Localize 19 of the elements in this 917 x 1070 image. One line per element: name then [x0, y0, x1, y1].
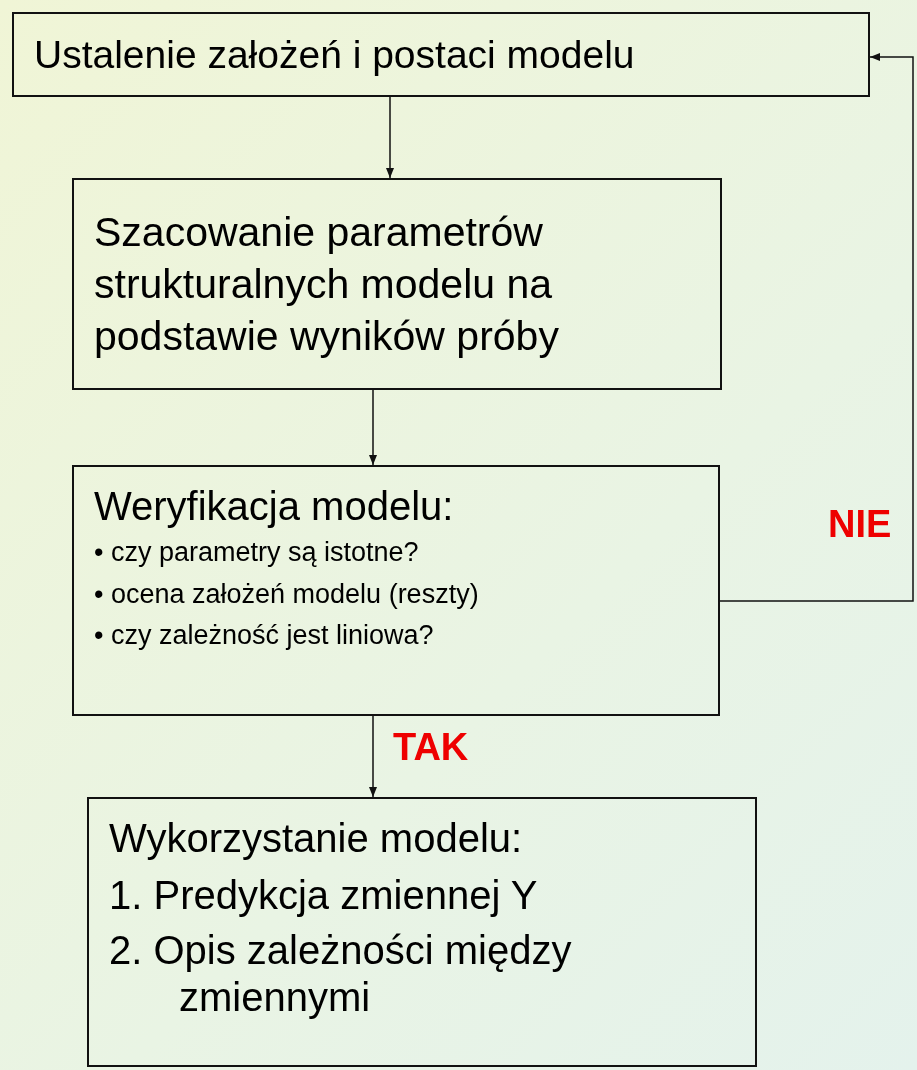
process-box: [72, 465, 720, 716]
edge-label: NIE: [828, 503, 892, 546]
list-item: • czy zależność jest liniowa?: [94, 619, 435, 653]
list-item: 1. Predykcja zmiennej Y: [109, 871, 539, 919]
box-heading: Wykorzystanie modelu:: [109, 815, 524, 862]
process-box: [87, 797, 757, 1067]
box-heading: Weryfikacja modelu:: [94, 483, 455, 530]
arrow: [719, 53, 914, 602]
box-heading: Szacowanie parametrów strukturalnych modelu na podstawie wyników próby: [94, 207, 560, 362]
list-item: • ocena założeń modelu (reszty): [94, 577, 480, 611]
list-item: 2. Opis zależności między zmiennymi: [109, 927, 573, 1022]
arrow: [386, 96, 394, 179]
box-heading: Ustalenie założeń i postaci modelu: [34, 31, 636, 78]
edge-label: TAK: [393, 726, 469, 769]
process-box: [72, 178, 722, 390]
process-box: [12, 12, 870, 97]
list-item: • czy parametry są istotne?: [94, 535, 420, 569]
arrow: [369, 715, 377, 798]
arrow: [369, 389, 377, 466]
